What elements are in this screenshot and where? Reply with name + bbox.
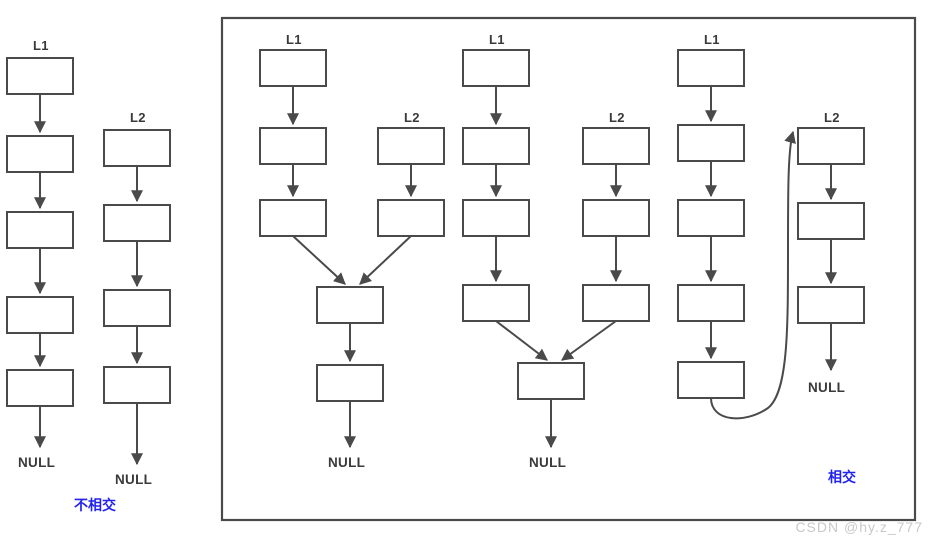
node-box <box>462 199 530 237</box>
node-box <box>677 199 745 237</box>
null-terminator: NULL <box>115 472 153 487</box>
list-label-L2: L2 <box>824 110 840 125</box>
list-label-L1: L1 <box>704 32 720 47</box>
node-box <box>259 127 327 165</box>
list-L2-nodes <box>103 129 171 404</box>
g2-list-L2-nodes <box>582 127 650 322</box>
g2-list-L1-nodes <box>462 49 530 322</box>
node-box <box>377 199 445 237</box>
g2-merge-arrows <box>495 320 617 361</box>
disjoint-example-group <box>6 57 171 466</box>
node-box <box>6 369 74 407</box>
node-box <box>103 204 171 242</box>
g1-list-L2-nodes <box>377 127 445 237</box>
list-label-L2: L2 <box>404 110 420 125</box>
merge-example-2-group <box>462 49 650 449</box>
list-label-L2: L2 <box>130 110 146 125</box>
null-terminator: NULL <box>18 455 56 470</box>
node-box <box>103 289 171 327</box>
caption-disjoint: 不相交 <box>74 498 116 514</box>
g3-intersection-curve <box>710 130 796 420</box>
node-box <box>677 361 745 399</box>
null-terminator: NULL <box>808 380 846 395</box>
node-box <box>462 284 530 322</box>
g3-list-L2-nodes <box>797 127 865 324</box>
node-box <box>377 127 445 165</box>
list-label-L2: L2 <box>609 110 625 125</box>
watermark: CSDN @hy.z_777 <box>795 519 923 535</box>
node-box <box>6 211 74 249</box>
node-box <box>103 129 171 167</box>
node-box <box>517 362 585 400</box>
node-box <box>259 199 327 237</box>
null-terminator: NULL <box>328 455 366 470</box>
g1-list-L1-nodes <box>259 49 327 237</box>
intersecting-example-group <box>677 49 865 420</box>
node-box <box>677 124 745 162</box>
node-box <box>259 49 327 87</box>
list-label-L1: L1 <box>286 32 302 47</box>
node-box <box>797 286 865 324</box>
node-box <box>582 127 650 165</box>
list-L1-nodes <box>6 57 74 407</box>
node-box <box>582 199 650 237</box>
node-box <box>797 127 865 165</box>
node-box <box>462 49 530 87</box>
node-box <box>462 127 530 165</box>
node-box <box>103 366 171 404</box>
merge-example-1-group <box>259 49 445 449</box>
g1-merge-arrows <box>292 235 412 285</box>
node-box <box>6 57 74 95</box>
null-terminator: NULL <box>529 455 567 470</box>
list-label-L1: L1 <box>33 38 49 53</box>
node-box <box>582 284 650 322</box>
caption-intersecting: 相交 <box>828 470 856 486</box>
list-label-L1: L1 <box>489 32 505 47</box>
node-box <box>677 284 745 322</box>
frame-border <box>220 16 917 522</box>
g1-shared-tail-nodes <box>316 286 384 402</box>
node-box <box>316 364 384 402</box>
node-box <box>6 296 74 334</box>
g2-shared-tail-nodes <box>517 362 585 400</box>
node-box <box>797 202 865 240</box>
node-box <box>316 286 384 324</box>
node-box <box>6 135 74 173</box>
node-box <box>677 49 745 87</box>
